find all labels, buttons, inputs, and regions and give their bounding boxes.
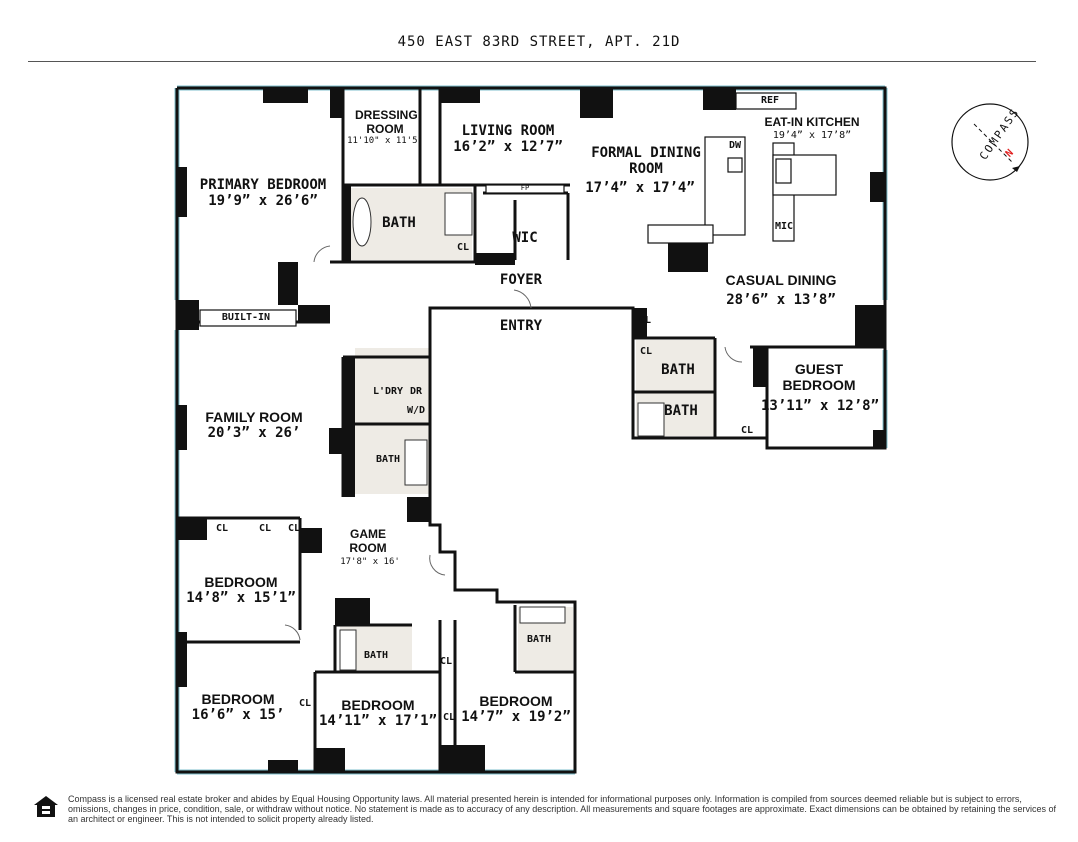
- foyer-label: FOYER: [499, 272, 543, 288]
- microwave-label: MIC: [774, 221, 794, 232]
- room-bedroom-2: BEDROOM 16’6” x 15’: [192, 691, 285, 723]
- room-dims: 11'10" x 11'5": [347, 136, 423, 146]
- room-bedroom-3: BEDROOM 14’11” x 17’1”: [319, 697, 437, 729]
- room-guest-bedroom: GUEST BEDROOM: [779, 361, 859, 393]
- closet-label: CL: [740, 425, 754, 436]
- room-name: DRESSING ROOM: [355, 108, 418, 136]
- room-game-room: GAME ROOM: [343, 527, 393, 556]
- exterior-wall: [175, 86, 887, 774]
- room-casual-dining: CASUAL DINING 28’6” x 13’8”: [726, 272, 837, 308]
- room-name: BEDROOM: [341, 697, 415, 713]
- wic-label: WIC: [512, 230, 538, 246]
- closet-label: CL: [456, 242, 470, 253]
- room-kitchen: EAT-IN KITCHEN 19’4” x 17’8”: [764, 115, 860, 141]
- room-dims: 14’7” x 19’2”: [461, 709, 571, 726]
- room-name: BEDROOM: [201, 691, 275, 707]
- dishwasher-label: DW: [728, 140, 742, 151]
- room-name: EAT-IN KITCHEN: [764, 115, 860, 129]
- closet-label: CL: [287, 523, 301, 534]
- closet-label: CL: [298, 698, 312, 709]
- bath-label: BATH: [382, 215, 416, 231]
- room-dims: 16’6” x 15’: [191, 707, 285, 724]
- closet-label: CL: [442, 712, 456, 723]
- room-name: FORMAL DINING ROOM: [591, 145, 701, 178]
- bath-label: BATH: [363, 650, 389, 661]
- room-name: GAME ROOM: [349, 527, 387, 555]
- room-family-room: FAMILY ROOM 20’3” x 26’: [205, 409, 302, 441]
- room-name: PRIMARY BEDROOM: [199, 177, 327, 193]
- room-living-room: LIVING ROOM 16’2” x 12’7”: [453, 123, 563, 155]
- closet-label: CL: [258, 523, 272, 534]
- room-name: FAMILY ROOM: [205, 409, 303, 425]
- bath-label: BATH: [375, 454, 401, 465]
- title-divider: [28, 61, 1036, 62]
- built-in-label: BUILT-IN: [221, 312, 271, 323]
- bath-label: BATH: [664, 403, 698, 419]
- room-dressing-room: DRESSING ROOM: [355, 108, 418, 137]
- fireplace-label: FP: [520, 184, 530, 192]
- equal-housing-logo-icon: [34, 796, 58, 817]
- room-dims: 16’2” x 12’7”: [453, 139, 563, 156]
- door-swings: [284, 245, 743, 641]
- room-dims: 14’8” x 15’1”: [186, 590, 296, 607]
- refrigerator-label: REF: [760, 95, 780, 106]
- room-dims: 28’6” x 13’8”: [726, 292, 836, 309]
- room-dims: 14’11” x 17’1”: [318, 713, 438, 730]
- room-name: CASUAL DINING: [725, 272, 837, 288]
- listing-title: 450 EAST 83RD STREET, APT. 21D: [397, 34, 681, 50]
- room-bedroom-4: BEDROOM 14’7” x 19’2”: [461, 693, 571, 725]
- bath-label: BATH: [661, 362, 695, 378]
- washer-dryer-label: W/D: [406, 405, 426, 416]
- compass-rose: [951, 103, 1029, 181]
- room-bedroom-1: BEDROOM 14’8” x 15’1”: [186, 574, 296, 606]
- bath-fixtures: [339, 192, 665, 671]
- closet-label: CL: [638, 315, 652, 326]
- room-primary-bedroom: PRIMARY BEDROOM 19’9” x 26’6”: [200, 177, 326, 209]
- room-dims: 17’4” x 17’4”: [585, 180, 695, 196]
- room-formal-dining: FORMAL DINING ROOM: [586, 145, 706, 177]
- room-dims: 20’3” x 26’: [207, 425, 301, 442]
- closet-label: CL: [439, 656, 453, 667]
- room-dims: 13’11” x 12’8”: [760, 398, 880, 414]
- room-dims: 19’4” x 17’8”: [772, 129, 852, 141]
- room-name: BEDROOM: [204, 574, 278, 590]
- laundry-label: L'DRY: [372, 386, 404, 397]
- closet-label: CL: [215, 523, 229, 534]
- room-dims: 17'8" x 16': [340, 557, 400, 567]
- closet-label: CL: [639, 346, 653, 357]
- room-dims: 19’9” x 26’6”: [208, 193, 318, 210]
- bath-label: BATH: [526, 634, 552, 645]
- room-name: GUEST BEDROOM: [782, 361, 856, 394]
- kitchen-counters: [199, 92, 837, 327]
- legal-disclaimer: Compass is a licensed real estate broker…: [68, 794, 1057, 824]
- entry-label: ENTRY: [499, 318, 543, 334]
- room-name: BEDROOM: [479, 693, 553, 709]
- dryer-label: DR: [409, 386, 423, 397]
- room-name: LIVING ROOM: [461, 123, 555, 139]
